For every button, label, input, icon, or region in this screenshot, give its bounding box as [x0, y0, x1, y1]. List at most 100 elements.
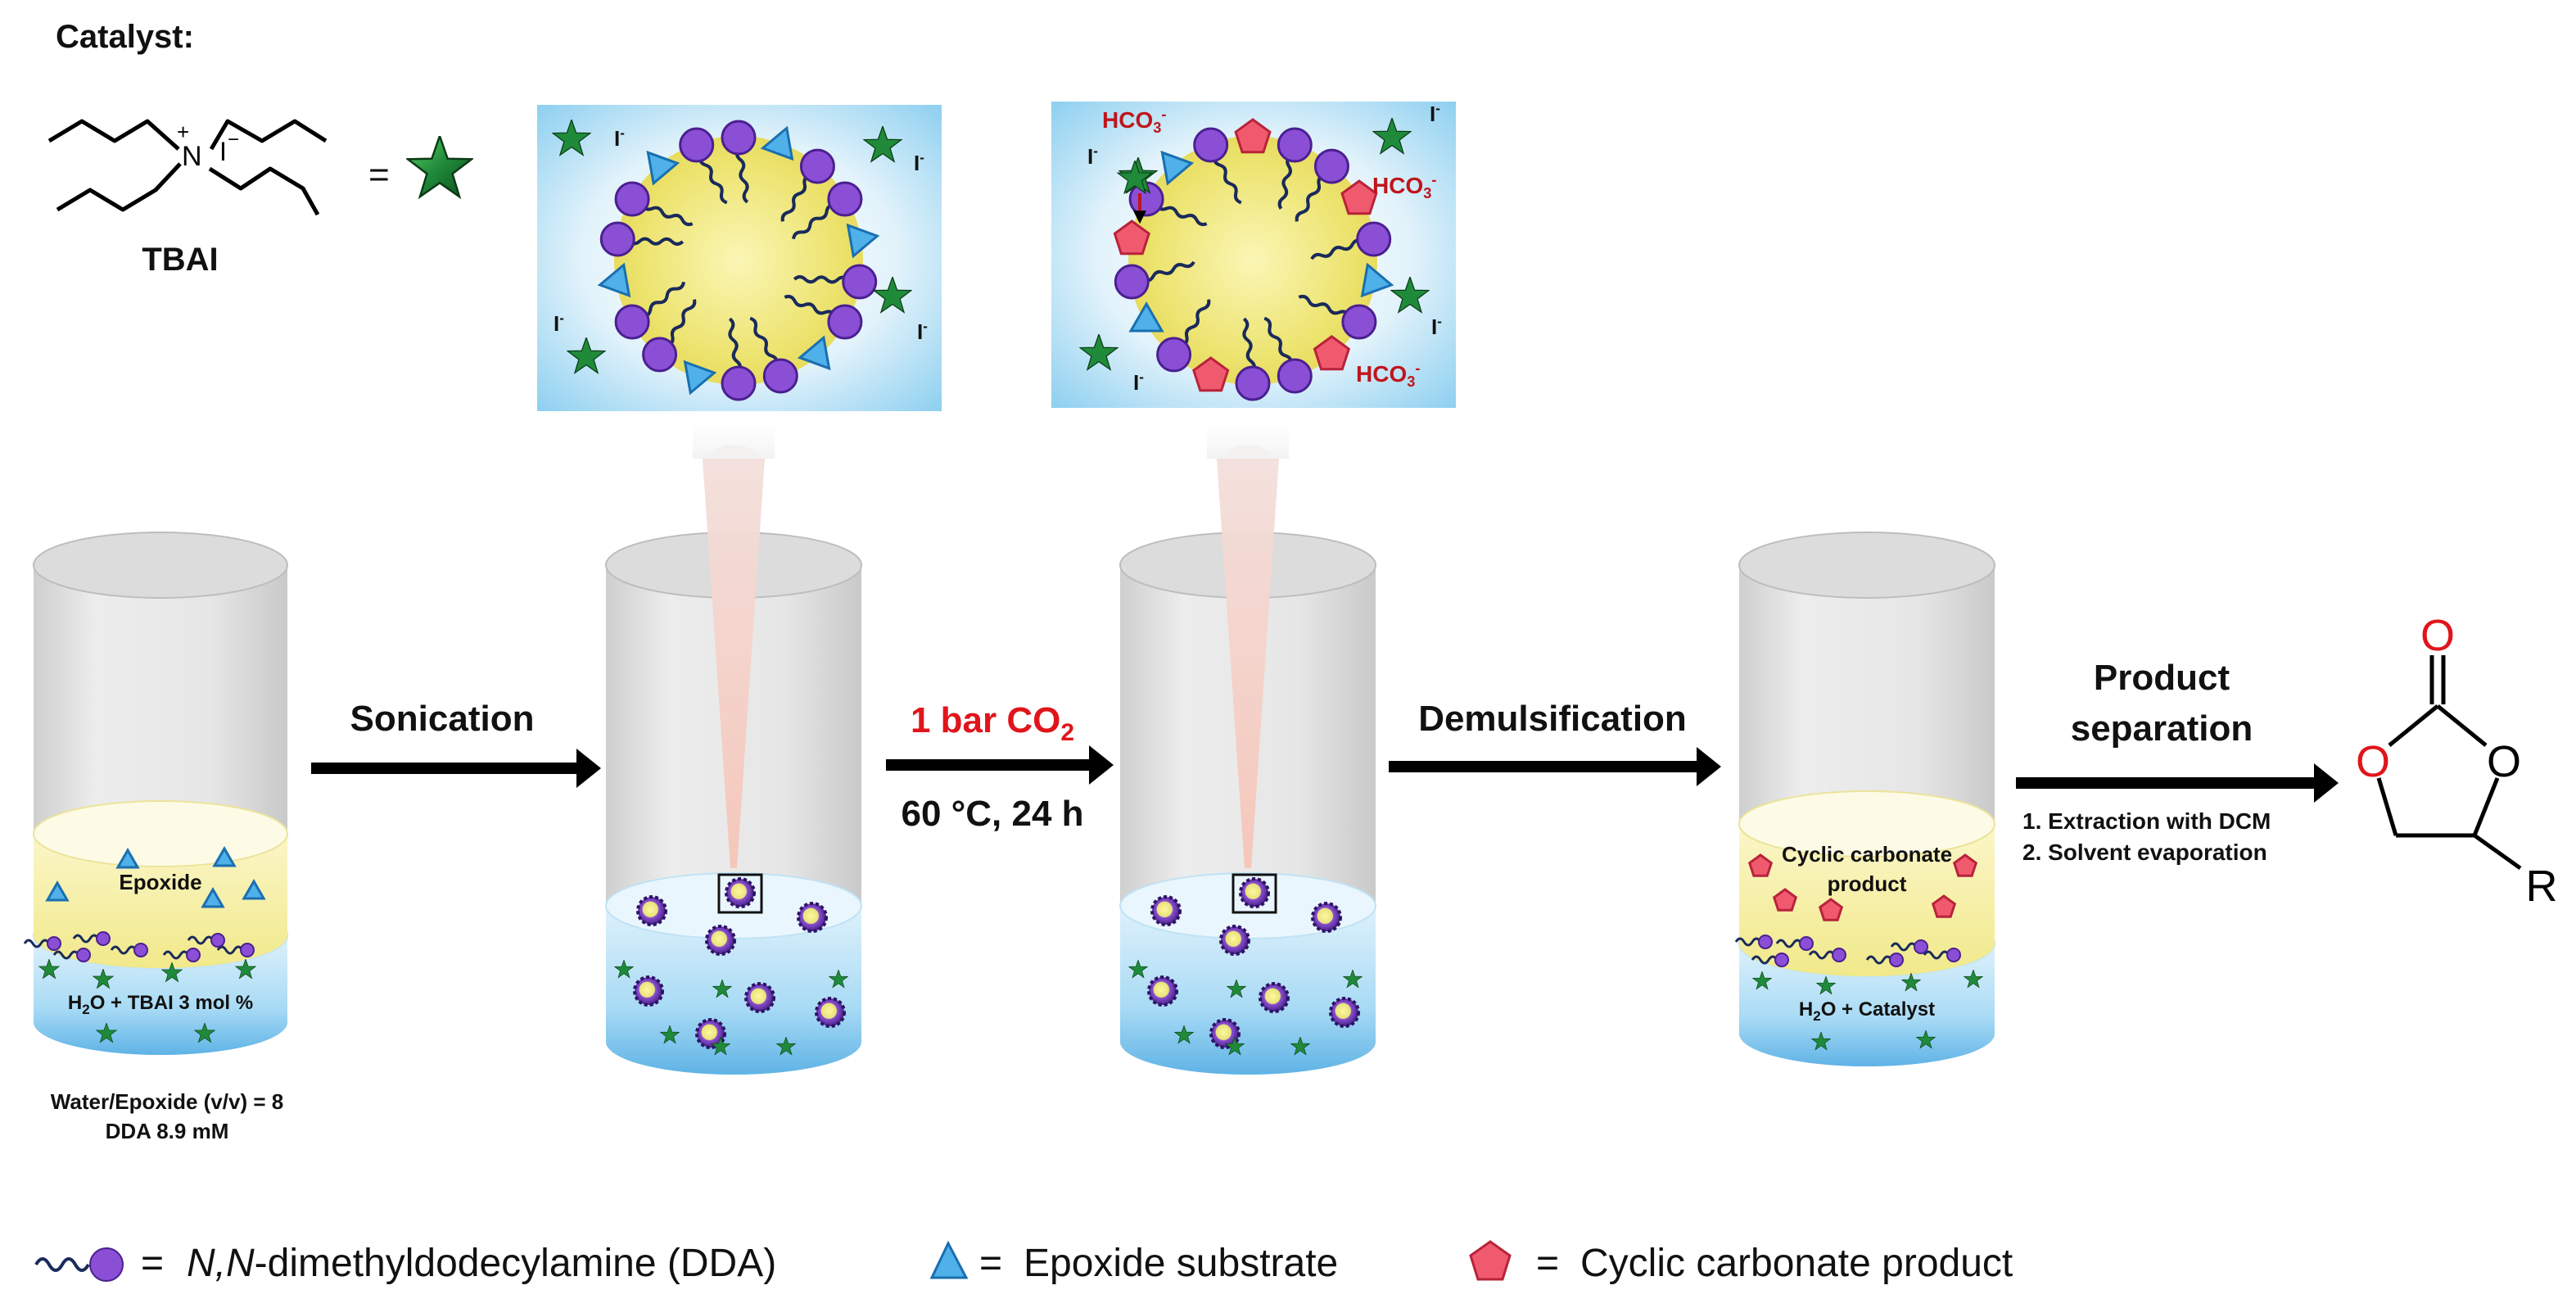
micelle-droplet-icon: [695, 1018, 726, 1049]
legend: = N,N-dimethyldodecylamine (DDA) = Epoxi…: [34, 1240, 2013, 1285]
micelle-droplet-icon: [744, 982, 775, 1013]
micelle-droplet-icon: [636, 895, 667, 926]
dda-molecule-icon: [1890, 939, 1928, 954]
legend-epoxide-equals: =: [979, 1242, 1002, 1285]
carbonate-pentagon-icon: [1313, 335, 1351, 371]
dda-head-icon: [1277, 127, 1313, 163]
micelle-droplet-icon: [797, 902, 828, 933]
vessel-initial: [23, 532, 288, 1055]
dda-head-icon: [1356, 221, 1392, 257]
dda-molecule-icon: [110, 943, 148, 957]
step-co2: 1 bar CO2: [911, 700, 1074, 746]
dda-molecule-icon: [1865, 953, 1904, 967]
carbonate-oxygen-top: O: [2420, 611, 2455, 660]
legend-dda-equals: =: [141, 1242, 164, 1285]
step-sonication: Sonication: [350, 699, 535, 739]
legend-dda-label: N,N-dimethyldodecylamine (DDA): [187, 1242, 776, 1285]
epoxide-triangle-icon: [797, 335, 831, 371]
carbonate-pentagon-icon: [1931, 894, 1957, 918]
v4-organic-line2: product: [1828, 871, 1907, 896]
dda-molecule-icon: [1751, 953, 1789, 967]
iodide-ion-label: I-: [554, 310, 564, 336]
iodide-ion-label: I-: [1430, 101, 1440, 126]
dda-head-icon: [827, 181, 863, 217]
bicarbonate-ion-label: HCO3-: [1372, 171, 1436, 201]
micelle-droplet-icon: [1329, 997, 1360, 1028]
carbonate-oxygen-right: O: [2487, 737, 2521, 786]
catalyst-star-icon: [408, 136, 472, 197]
arrow-co2: [886, 745, 1114, 785]
iodide-ion-label: I-: [614, 125, 625, 151]
dda-tail: [1213, 155, 1242, 205]
legend-epoxide-icon: [929, 1240, 969, 1279]
v1-note-line2: DDA 8.9 mM: [106, 1119, 229, 1143]
dda-tail: [642, 281, 685, 319]
dda-head-icon: [679, 127, 715, 163]
micelle-droplet-icon: [1150, 895, 1182, 926]
epoxide-triangle-icon: [115, 847, 140, 869]
zoom-box-emulsion: [537, 105, 942, 411]
epoxide-triangle-icon: [846, 223, 880, 259]
step-evaporation: 2. Solvent evaporation: [2022, 840, 2267, 865]
dda-tail: [1142, 260, 1195, 283]
dda-head-icon: [1277, 358, 1313, 394]
dda-molecule-icon: [52, 948, 91, 962]
dda-head-icon: [799, 148, 835, 184]
dda-tail: [784, 294, 837, 318]
dda-tail: [792, 202, 835, 240]
dda-molecule-icon: [23, 936, 61, 951]
dda-tail: [627, 237, 685, 246]
epoxide-triangle-icon: [1160, 150, 1195, 186]
dda-tail: [1298, 294, 1351, 318]
epoxide-triangle-icon: [201, 886, 225, 908]
dda-tail: [735, 147, 749, 204]
dda-tail: [780, 173, 811, 222]
dda-tail: [1310, 238, 1363, 260]
carbonate-pentagon-icon: [1192, 356, 1230, 392]
carbonate-oxygen-left: O: [2356, 737, 2390, 786]
dda-tail: [640, 203, 694, 227]
step-product-line2: separation: [2071, 708, 2253, 749]
legend-carbonate-icon: [1469, 1240, 1512, 1281]
epoxide-triangle-icon: [1360, 262, 1394, 298]
epoxide-triangle-icon: [646, 150, 680, 186]
zoom-box-reaction: [1051, 102, 1456, 408]
step-product-line1: Product: [2094, 658, 2230, 698]
dda-tail: [1180, 299, 1211, 348]
step-demulsification: Demulsification: [1418, 699, 1687, 739]
catalyst-title: Catalyst:: [56, 19, 194, 55]
epoxide-triangle-icon: [1128, 301, 1164, 333]
tbai-plus: +: [177, 120, 189, 144]
sonication-horn: [693, 410, 775, 868]
dda-molecule-icon: [187, 933, 225, 948]
epoxide-triangle-icon: [242, 878, 266, 900]
micelle-droplet-icon: [1259, 982, 1290, 1013]
bicarbonate-ion-label: HCO3-: [1102, 106, 1166, 136]
micelle-droplet-icon: [1239, 877, 1270, 908]
dda-tail: [698, 155, 728, 205]
legend-dda-head-icon: [89, 1247, 124, 1282]
dda-molecule-icon: [72, 931, 111, 946]
carbonate-pentagon-icon: [1340, 179, 1378, 215]
carbonate-pentagon-icon: [1818, 898, 1844, 921]
epoxide-triangle-icon: [597, 262, 631, 298]
dda-head-icon: [1156, 337, 1192, 373]
tbai-name: TBAI: [142, 242, 218, 278]
zoom-indicator-box: [1232, 873, 1277, 914]
epoxide-triangle-icon: [760, 125, 794, 161]
dda-head-icon: [721, 120, 757, 156]
dda-molecule-icon: [162, 948, 201, 962]
dda-tail: [728, 317, 742, 373]
carbonate-pentagon-icon: [1952, 853, 1978, 877]
dda-tail: [793, 275, 850, 284]
v4-aqueous-label: H2O + Catalyst: [1799, 998, 1935, 1024]
carbonate-pentagon-icon: [1234, 118, 1272, 154]
v1-aqueous-label: H2O + TBAI 3 mol %: [68, 992, 253, 1017]
tbai-iodide: I: [219, 137, 227, 166]
micelle-droplet-icon: [815, 997, 846, 1028]
arrow-demulsification: [1389, 747, 1721, 786]
micelle-droplet-icon: [725, 877, 756, 908]
dda-tail: [1155, 203, 1208, 227]
tbai-minus: −: [228, 129, 239, 151]
dda-molecule-icon: [1808, 948, 1846, 962]
